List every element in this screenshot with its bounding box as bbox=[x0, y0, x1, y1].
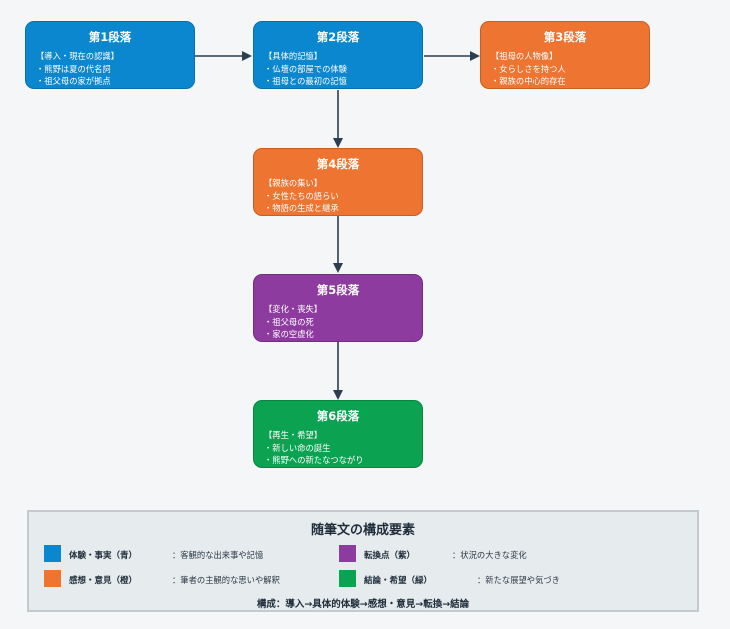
paragraph-5-subtitle: 【変化・喪失】 bbox=[264, 304, 323, 314]
legend-desc-opinion: ：筆者の主観的な思いや解釈 bbox=[172, 575, 280, 585]
legend-desc-experience: ：客観的な出来事や記憶 bbox=[172, 550, 264, 560]
paragraph-2-box: 第2段落 【具体的記憶】 ・仏壇の部屋での体験 ・祖母との最初の記憶 bbox=[253, 21, 423, 89]
legend-swatch-conclusion bbox=[339, 570, 356, 587]
paragraph-2-line-2: ・祖母との最初の記憶 bbox=[264, 76, 347, 86]
legend-swatch-turning-point bbox=[339, 545, 356, 562]
paragraph-2-subtitle: 【具体的記憶】 bbox=[264, 51, 323, 61]
paragraph-4-line-1: ・女性たちの語らい bbox=[264, 190, 339, 201]
paragraph-6-title: 第6段落 bbox=[316, 409, 360, 423]
legend-panel: 随筆文の構成要素 体験・事実（青） ：客観的な出来事や記憶 転換点（紫） ：状況… bbox=[27, 510, 699, 612]
paragraph-3-line-1: ・女らしさを持つ人 bbox=[491, 63, 566, 74]
paragraph-1-subtitle: 【導入・現在の認識】 bbox=[36, 51, 119, 61]
paragraph-6-line-2: ・熊野への新たなつながり bbox=[264, 455, 364, 465]
legend-name-experience: 体験・事実（青） bbox=[69, 551, 138, 561]
paragraph-1-line-1: ・熊野は夏の代名詞 bbox=[36, 63, 111, 74]
paragraph-2-line-1: ・仏壇の部屋での体験 bbox=[264, 63, 347, 74]
legend-swatch-experience bbox=[44, 545, 61, 562]
paragraph-6-box: 第6段落 【再生・希望】 ・新しい命の誕生 ・熊野への新たなつながり bbox=[253, 400, 423, 468]
paragraph-4-subtitle: 【親族の集い】 bbox=[264, 178, 323, 188]
legend-swatch-opinion bbox=[44, 570, 61, 587]
paragraph-3-box: 第3段落 【祖母の人物像】 ・女らしさを持つ人 ・親族の中心的存在 bbox=[480, 21, 650, 89]
legend-name-conclusion: 結論・希望（緑） bbox=[364, 576, 433, 586]
paragraph-5-box: 第5段落 【変化・喪失】 ・祖父母の死 ・家の空虚化 bbox=[253, 274, 423, 342]
legend-desc-conclusion: ：新たな展望や気づき bbox=[477, 575, 560, 585]
paragraph-6-line-1: ・新しい命の誕生 bbox=[264, 442, 331, 453]
legend-title: 随筆文の構成要素 bbox=[310, 523, 415, 538]
paragraph-4-title: 第4段落 bbox=[316, 157, 360, 171]
paragraph-1-line-2: ・祖父母の家が拠点 bbox=[36, 76, 111, 86]
legend-name-opinion: 感想・意見（橙） bbox=[69, 576, 138, 586]
paragraph-4-box: 第4段落 【親族の集い】 ・女性たちの語らい ・物語の生成と継承 bbox=[253, 148, 423, 216]
paragraph-1-box: 第1段落 【導入・現在の認識】 ・熊野は夏の代名詞 ・祖父母の家が拠点 bbox=[25, 21, 195, 89]
paragraph-4-line-2: ・物語の生成と継承 bbox=[264, 203, 339, 213]
paragraph-2-title: 第2段落 bbox=[316, 30, 360, 44]
legend-name-turning-point: 転換点（紫） bbox=[364, 551, 416, 561]
paragraph-3-subtitle: 【祖母の人物像】 bbox=[491, 51, 558, 61]
paragraph-3-line-2: ・親族の中心的存在 bbox=[491, 76, 566, 86]
paragraph-5-line-1: ・祖父母の死 bbox=[264, 316, 314, 327]
paragraph-5-line-2: ・家の空虚化 bbox=[264, 329, 314, 339]
paragraph-3-title: 第3段落 bbox=[543, 30, 587, 44]
paragraph-1-title: 第1段落 bbox=[88, 30, 132, 44]
paragraph-6-subtitle: 【再生・希望】 bbox=[264, 430, 323, 440]
legend-flow-text: 構成：導入→具体的体験→感想・意見→転換→結論 bbox=[256, 599, 470, 610]
paragraph-5-title: 第5段落 bbox=[316, 283, 360, 297]
legend-desc-turning-point: ：状況の大きな変化 bbox=[452, 550, 527, 560]
